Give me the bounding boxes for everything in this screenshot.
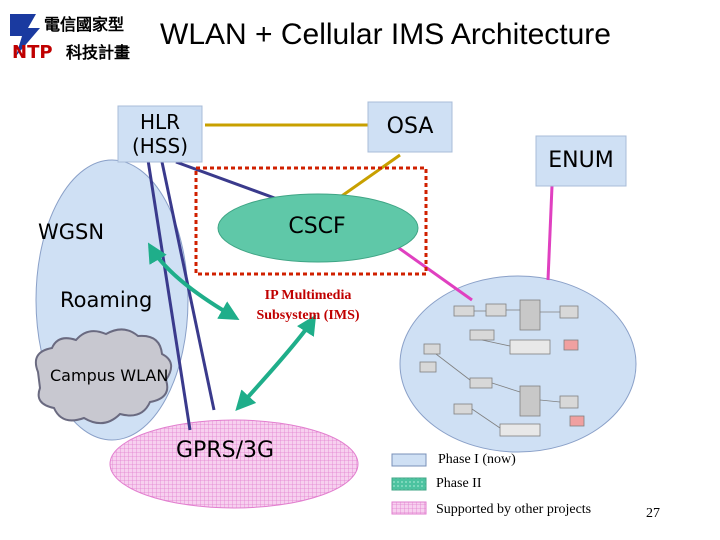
logo-chinese-top: 電信國家型 [44,15,124,34]
gprs-region [109,419,359,509]
legend-phase1-label: Phase I (now) [438,452,516,467]
cscf-label: CSCF [288,214,346,239]
logo-chinese-bottom: 科技計畫 [66,43,130,62]
ims-label: IP Multimedia Subsystem (IMS) [238,286,378,326]
gprs-ims-arrow [235,314,317,411]
logo-emblem-icon [10,14,40,56]
page-number: 27 [646,506,660,521]
ntp-logo: 電信國家型 NTP 科技計畫 [10,14,130,62]
campus-wlan-cloud [34,328,173,425]
osa-box [367,101,453,153]
ims-label-line1: IP Multimedia [264,288,352,303]
legend-phase2-label: Phase II [436,476,482,491]
cscf-ims-link [395,244,473,302]
osa-cscf-link [335,153,401,202]
cscf-region [217,193,419,263]
enum-ims-link [546,185,554,281]
campus-wlan-label: Campus WLAN [50,366,169,385]
legend-other-swatch [391,501,427,515]
hlr-box [117,105,203,163]
ims-network-detail [419,299,585,437]
enum-label: ENUM [548,148,614,173]
wgsn-label: WGSN [38,220,105,244]
page-title: WLAN + Cellular IMS Architecture [160,18,611,51]
hlr-label: HLR (HSS) [131,110,189,158]
enum-box [535,135,627,187]
ims-label-line2: Subsystem (IMS) [256,308,360,323]
legend-phase1-swatch [391,453,427,467]
logo-ntp: NTP [12,42,53,62]
legend-other-label: Supported by other projects [436,502,592,517]
gprs-label: GPRS/3G [176,438,275,463]
roaming-label: Roaming [60,288,153,312]
legend-phase2-swatch [391,477,427,491]
ims-boundary [194,166,428,276]
osa-label: OSA [386,114,434,139]
hlr-cscf-link [175,160,281,202]
wgsn-ims-arrow [147,242,240,320]
